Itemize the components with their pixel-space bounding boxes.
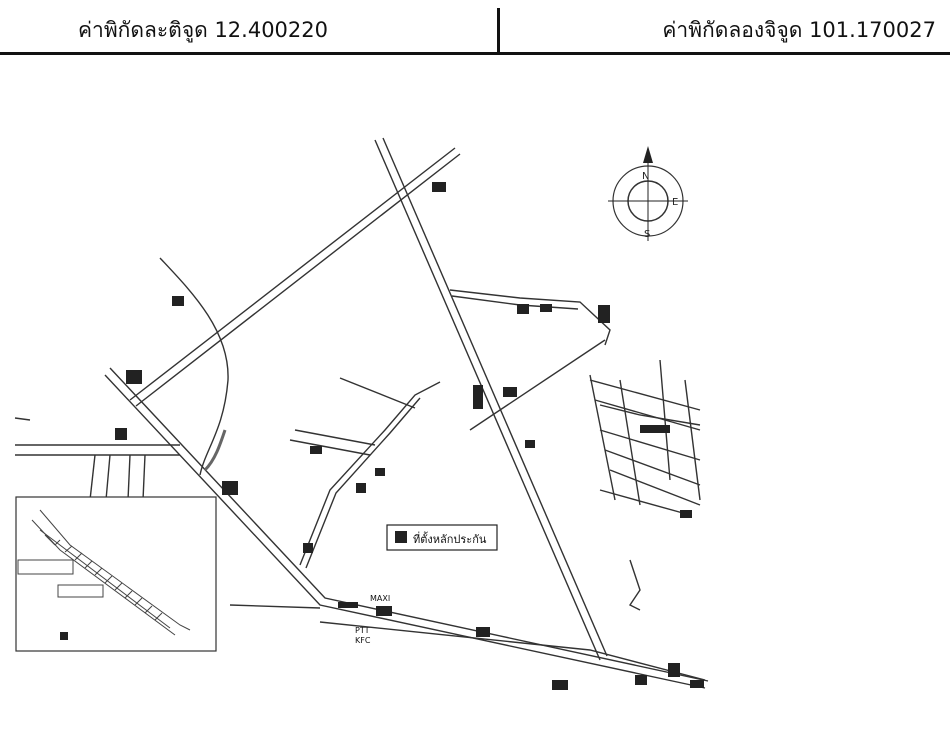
coordinates-header: ค่าพิกัดละติจูด 12.400220 ค่าพิกัดลองจิจ…: [0, 0, 950, 55]
west-curved-road: [159, 257, 229, 476]
northeast-road: [129, 147, 456, 401]
ptt-label: PTT: [355, 626, 370, 635]
legend-box: ที่ตั้งหลักประกัน: [386, 524, 498, 551]
bottom-road: [229, 604, 321, 609]
compass-north-label: N: [642, 171, 649, 182]
building-marker: [432, 182, 446, 192]
stream-line: [203, 429, 227, 472]
compass-south-label: S: [644, 229, 650, 240]
compass-rose-icon: N E S: [608, 146, 688, 241]
compass-east-label: E: [672, 197, 678, 208]
middle-road: [299, 381, 441, 566]
main-highway-road: [104, 374, 706, 689]
road-network: [14, 137, 709, 689]
legend-label: ที่ตั้งหลักประกัน: [413, 531, 487, 546]
center-east-road: [469, 339, 606, 431]
maxi-label: MAXI: [370, 594, 390, 603]
north-south-road: [374, 139, 601, 661]
latitude-label: ค่าพิกัดละติจูด 12.400220: [78, 18, 329, 42]
inset-map: [15, 496, 217, 652]
location-map: N E S ที่ตั้งหลักประกัน: [14, 137, 709, 690]
upper-right-road: [449, 289, 611, 346]
map-markers: [115, 182, 704, 690]
header-divider: [497, 8, 500, 52]
kfc-label: KFC: [355, 636, 371, 645]
longitude-label: ค่าพิกัดลองจิจูด 101.170027: [662, 18, 936, 42]
